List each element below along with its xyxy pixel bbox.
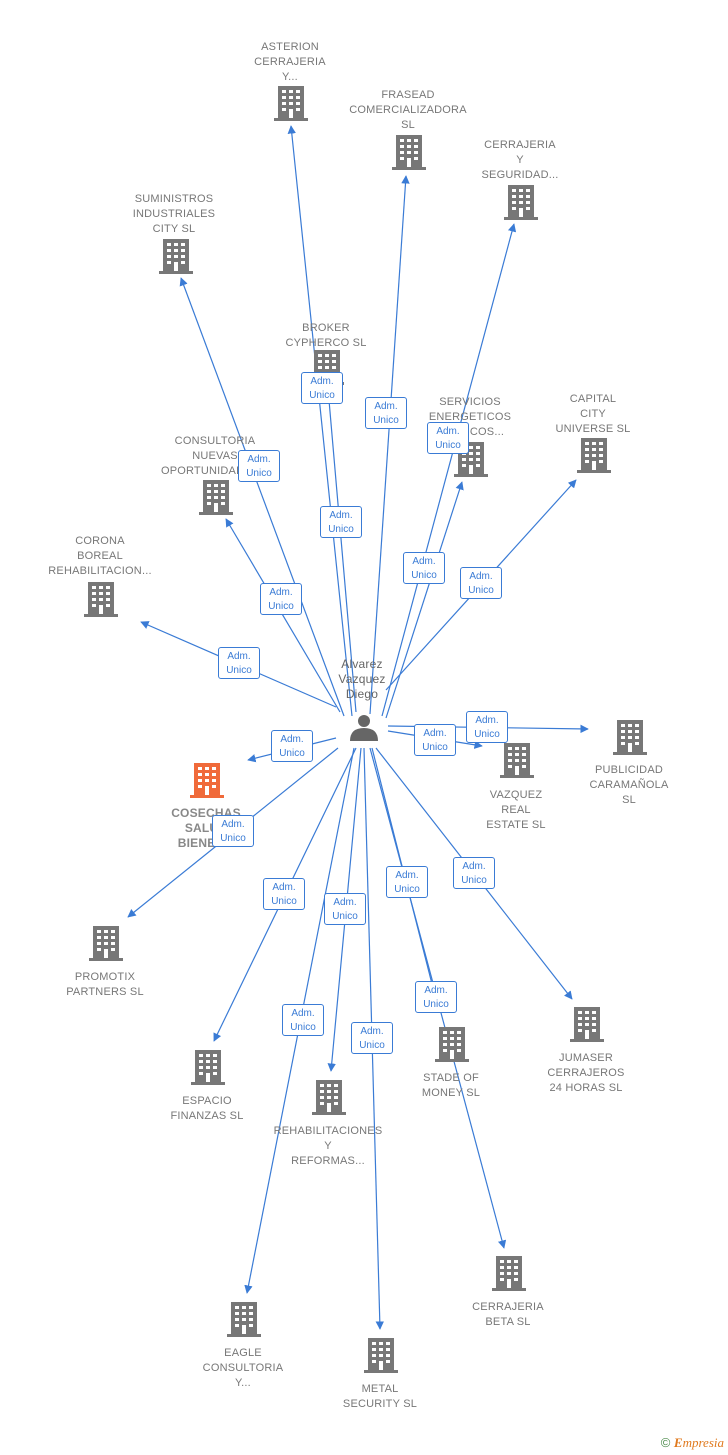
role-badge: Adm. Unico [320,506,362,538]
company-label-servicios[interactable]: SERVICIOS ENERGETICOS TECNICOS... [428,396,512,438]
company-label-cerrajeria[interactable]: CERRAJERIA BETA SL [472,1301,544,1328]
building-icon[interactable] [227,1302,261,1337]
company-label-eagle[interactable]: EAGLE CONSULTORIA Y... [202,1347,284,1389]
copyright-symbol: © [660,1435,671,1450]
role-badge: Adm. Unico [415,981,457,1013]
role-badge: Adm. Unico [282,1004,324,1036]
role-badge: Adm. Unico [301,372,343,404]
footer: © Empresia [661,1435,724,1451]
role-badge: Adm. Unico [351,1022,393,1054]
company-label-capital[interactable]: CAPITAL CITY UNIVERSE SL [555,393,631,435]
company-label-metal[interactable]: METAL SECURITY SL [342,1383,418,1410]
company-label-promotix[interactable]: PROMOTIX PARTNERS SL [66,971,144,998]
building-icon[interactable] [500,743,534,778]
person-icon[interactable] [350,715,378,741]
building-icon[interactable] [435,1027,469,1062]
edge-consultoria [225,518,341,713]
company-label-cerrajeria[interactable]: CERRAJERIA Y SEGURIDAD... [481,139,559,181]
building-icon[interactable] [570,1007,604,1042]
role-badge: Adm. Unico [386,866,428,898]
building-icon[interactable] [492,1256,526,1291]
empresia-logo[interactable]: Empresia [673,1435,724,1450]
role-badge: Adm. Unico [324,893,366,925]
company-label-corona[interactable]: CORONA BOREAL REHABILITACION... [48,535,152,577]
role-badge: Adm. Unico [263,878,305,910]
company-label-espacio[interactable]: ESPACIO FINANZAS SL [170,1095,244,1122]
building-icon[interactable] [199,480,233,515]
role-badge: Adm. Unico [260,583,302,615]
company-label-rehabilitaciones[interactable]: REHABILITACIONES Y REFORMAS... [273,1125,383,1167]
building-icon[interactable] [577,438,611,473]
role-badge: Adm. Unico [218,647,260,679]
building-icon[interactable] [190,763,224,798]
edge-suministros [179,277,345,717]
company-label-publicidad[interactable]: PUBLICIDAD CARAMAÑOLA SL [589,764,669,806]
building-icon[interactable] [274,86,308,121]
role-badge: Adm. Unico [453,857,495,889]
edge-cerrajeria [381,223,517,717]
edge-servicios [385,481,464,719]
role-badge: Adm. Unico [414,724,456,756]
role-badge: Adm. Unico [271,730,313,762]
focus-company-label[interactable]: COSECHAS SALUD BIENES... [171,806,241,850]
edge-broker [326,376,357,713]
building-icon[interactable] [392,135,426,170]
company-label-stade-of[interactable]: STADE OF MONEY SL [421,1072,481,1099]
building-icon[interactable] [159,239,193,274]
company-label-broker[interactable]: BROKER CYPHERCO SL [285,322,367,349]
role-badge: Adm. Unico [466,711,508,743]
edge-frasead [369,175,410,715]
role-badge: Adm. Unico [365,397,407,429]
role-badge: Adm. Unico [427,422,469,454]
building-icon[interactable] [613,720,647,755]
role-badge: Adm. Unico [212,815,254,847]
building-icon[interactable] [312,1080,346,1115]
company-label-jumaser[interactable]: JUMASER CERRAJEROS 24 HORAS SL [547,1052,625,1094]
company-label-vazquez[interactable]: VAZQUEZ REAL ESTATE SL [486,789,546,831]
company-label-frasead[interactable]: FRASEAD COMERCIALIZADORA SL [349,89,467,131]
building-icon[interactable] [191,1050,225,1085]
edge-asterion [287,125,353,717]
company-label-asterion[interactable]: ASTERION CERRAJERIA Y... [254,41,326,83]
company-label-suministros[interactable]: SUMINISTROS INDUSTRIALES CITY SL [132,193,216,235]
role-badge: Adm. Unico [403,552,445,584]
role-badge: Adm. Unico [238,450,280,482]
role-badge: Adm. Unico [460,567,502,599]
building-icon[interactable] [89,926,123,961]
building-icon[interactable] [364,1338,398,1373]
person-name-label[interactable]: Alvarez Vazquez Diego [338,657,386,701]
building-icon[interactable] [84,582,118,617]
building-icon[interactable] [504,185,538,220]
